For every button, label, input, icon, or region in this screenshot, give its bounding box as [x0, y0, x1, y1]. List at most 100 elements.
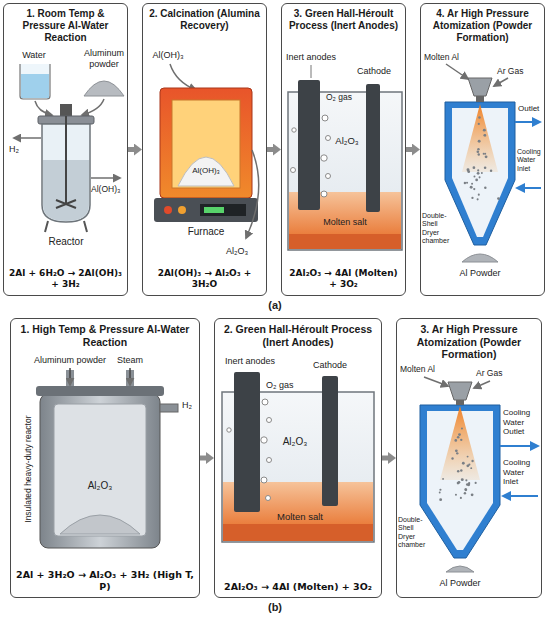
calcination-furnace-art [170, 64, 196, 90]
high-temp-reactor-art [129, 368, 131, 385]
flow-arrow [406, 147, 412, 152]
part-label: Al₂O₃ [215, 246, 259, 257]
step-heading: 1. Room Temp & Pressure Al-Water Reactio… [8, 8, 123, 44]
part-label: Aluminum powder [24, 355, 116, 366]
atomizer-art [490, 170, 493, 173]
atomizer-art [460, 469, 463, 472]
atomizer-art [473, 166, 476, 169]
atomizer-art [471, 197, 473, 199]
calcination-furnace-art [178, 157, 234, 186]
reaction-equation: 2Al₂O₃ → 4Al (Molten) + 3O₂ [219, 581, 377, 592]
atomizer-art [477, 150, 480, 153]
atomizer-art [460, 439, 462, 441]
flow-arrow [128, 147, 134, 152]
atomizer-art [515, 121, 540, 123]
part-label: Insulated heavy-duty reactor [23, 394, 33, 544]
hall-heroult-cell-art [288, 65, 402, 250]
calcination-furnace-art [204, 207, 224, 213]
hall-heroult-cell-art [321, 155, 327, 161]
part-label: Al₂O₃ [330, 135, 364, 146]
part-label: Cathode [350, 66, 398, 77]
hall-heroult-cell-art [262, 399, 268, 405]
step-heading: 3. Green Hall-Héroult Process (Inert Ano… [286, 8, 401, 32]
atomizer-art [473, 188, 475, 190]
atomizer-art [485, 155, 488, 158]
calcination-furnace-art [246, 150, 259, 238]
part-label: Molten salt [305, 217, 385, 228]
part-label: H₂ [182, 400, 198, 411]
atomizer-art [458, 481, 461, 484]
hall-heroult-cell-art [322, 376, 338, 506]
hall-heroult-cell-art [222, 372, 374, 542]
atomizer-art [464, 116, 500, 200]
high-temp-reactor-art [40, 394, 160, 548]
atomizer-art [475, 179, 478, 182]
atomizer-art [439, 498, 442, 501]
hall-heroult-cell-art [261, 437, 267, 443]
room-temp-reactor-art [56, 200, 76, 208]
part-label: Water [14, 50, 54, 61]
atomizer-art [471, 183, 473, 185]
part-label: Ar Gas [476, 368, 516, 378]
atomizer-art [466, 483, 468, 485]
atomizer-art [454, 439, 457, 442]
calcination-furnace-art [164, 206, 172, 214]
atomizer-art [457, 482, 460, 485]
atomizer-art [462, 254, 498, 262]
part-label: Al(OH)₃ [146, 50, 190, 61]
atomizer-art [478, 153, 480, 155]
process-panel: 3. Green Hall-Héroult Process (Inert Ano… [281, 3, 406, 296]
room-temp-reactor-art [14, 64, 124, 232]
part-label: Molten Al [400, 364, 450, 374]
hall-heroult-cell-art [261, 477, 267, 483]
process-panel: 1. Room Temp & Pressure Al-Water Reactio… [3, 3, 128, 296]
hall-heroult-cell-art [298, 80, 320, 210]
atomizer-art [477, 172, 480, 175]
atomizer-art [474, 381, 490, 388]
atomizer-art [456, 452, 458, 454]
atomizer-art [462, 462, 465, 465]
part-label: Outlet [518, 104, 544, 114]
atomizer-art [476, 96, 484, 102]
high-temp-reactor-art [36, 386, 164, 396]
atomizer-art [500, 445, 538, 447]
room-temp-reactor-art [14, 137, 41, 139]
atomizer-art [460, 497, 462, 499]
high-temp-reactor-art [54, 404, 146, 536]
step-heading: 1. High Temp & Pressure Al-Water Reactio… [15, 323, 195, 348]
hall-heroult-cell-art [321, 191, 327, 197]
atomizer-art [458, 433, 461, 436]
reaction-equation: 2Al + 3H₂O → Al₂O₃ + 3H₂ (High T, P) [15, 569, 195, 592]
atomizer-art [440, 406, 480, 480]
atomizer-art [465, 479, 467, 481]
room-temp-reactor-art [65, 116, 67, 205]
high-temp-reactor-art [36, 368, 178, 548]
hall-heroult-cell-art [311, 65, 312, 78]
part-label: Molten Al [424, 52, 474, 62]
atomizer-art [484, 187, 486, 189]
hall-heroult-cell-art [291, 168, 296, 173]
atomizer-art [445, 102, 515, 245]
atomizer-art [494, 78, 508, 86]
atomizer-art [478, 194, 480, 196]
part-label: O₂ gas [326, 92, 362, 102]
hall-heroult-cell-art [322, 115, 328, 121]
part-label: Cathode [302, 360, 358, 371]
part-label: Cooling Water Inlet [503, 458, 541, 487]
room-temp-reactor-art [20, 64, 50, 99]
room-temp-reactor-art [21, 74, 49, 98]
part-label: Molten salt [262, 511, 338, 522]
atomizer-art [461, 478, 464, 481]
step-heading: 4. Ar High Pressure Atomization (Powder … [425, 8, 540, 44]
atomizer-art [455, 494, 457, 496]
atomizer-art [448, 382, 472, 400]
room-temp-reactor-art [91, 177, 120, 179]
part-label: Cooling Water Inlet [517, 148, 543, 173]
flow-arrow [382, 456, 388, 461]
room-temp-reactor-art [60, 104, 72, 116]
hall-heroult-cell-art [266, 496, 271, 501]
atomizer-art [478, 140, 481, 143]
panel-letter: (b) [255, 601, 295, 614]
high-temp-reactor-art [60, 515, 140, 534]
